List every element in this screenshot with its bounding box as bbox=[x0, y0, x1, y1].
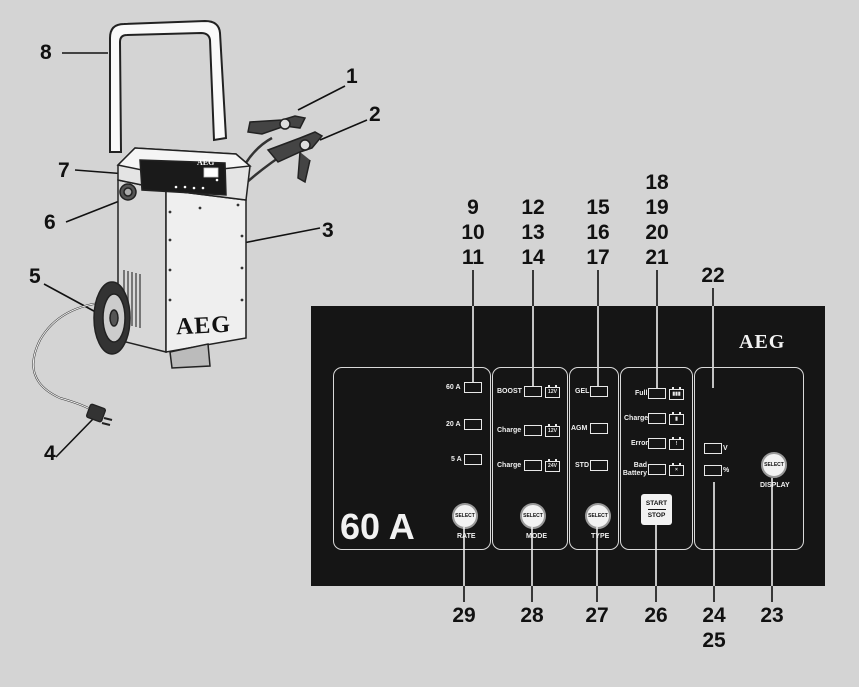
type-label-agm: AGM bbox=[571, 425, 588, 432]
callout-7: 7 bbox=[58, 159, 70, 182]
battery-icon-12v-boost: 12V bbox=[545, 385, 560, 398]
rate-caption: RATE bbox=[457, 533, 476, 540]
display-unit-percent: % bbox=[723, 467, 730, 474]
callout-16: 16 bbox=[586, 221, 610, 244]
rate-select-button[interactable]: SELECT bbox=[452, 503, 478, 529]
callout-9: 9 bbox=[467, 196, 479, 219]
type-led-gel bbox=[590, 386, 608, 397]
callout-14: 14 bbox=[521, 246, 545, 269]
type-led-agm bbox=[590, 423, 608, 434]
callout-26: 26 bbox=[644, 604, 668, 627]
clamp-1 bbox=[247, 115, 307, 135]
rate-led-60a bbox=[464, 382, 482, 393]
callout-27: 27 bbox=[585, 604, 609, 627]
display-section bbox=[694, 367, 804, 550]
display-brand-logo: AEG bbox=[197, 158, 215, 167]
callout-8: 8 bbox=[40, 41, 52, 64]
callout-28: 28 bbox=[520, 604, 544, 627]
callout-1: 1 bbox=[346, 65, 358, 88]
leader-6 bbox=[65, 199, 123, 223]
callout-3: 3 bbox=[322, 219, 334, 242]
battery-icon-12v-charge: 12V bbox=[545, 424, 560, 437]
callout-19: 19 bbox=[645, 196, 669, 219]
callout-4: 4 bbox=[44, 442, 56, 465]
callout-21: 21 bbox=[645, 246, 669, 269]
rate-led-5a bbox=[464, 454, 482, 465]
status-led-full bbox=[648, 388, 666, 399]
clamp-2 bbox=[266, 131, 324, 184]
type-led-std bbox=[590, 460, 608, 471]
rate-label-60a: 60 A bbox=[446, 384, 461, 391]
battery-error-icon: ! bbox=[669, 437, 684, 450]
callout-13: 13 bbox=[521, 221, 545, 244]
wheel bbox=[93, 281, 131, 355]
callout-29: 29 bbox=[452, 604, 476, 627]
mode-led-charge-12v bbox=[524, 425, 542, 436]
mode-label-charge-24v: Charge bbox=[497, 462, 522, 469]
battery-icon-24v-charge: 24V bbox=[545, 459, 560, 472]
power-plug bbox=[86, 403, 113, 426]
display-led-volt bbox=[704, 443, 722, 454]
leader-4 bbox=[55, 417, 95, 458]
handle bbox=[109, 19, 228, 153]
panel-brand-logo: AEG bbox=[739, 331, 786, 353]
status-label-bad-battery: Bad Battery bbox=[622, 462, 647, 477]
mode-caption: MODE bbox=[526, 533, 547, 540]
callout-2: 2 bbox=[369, 103, 381, 126]
mode-section bbox=[492, 367, 568, 550]
callout-12: 12 bbox=[521, 196, 545, 219]
callout-25: 25 bbox=[702, 629, 726, 652]
type-caption: TYPE bbox=[591, 533, 610, 540]
rate-led-20a bbox=[464, 419, 482, 430]
mode-led-charge-24v bbox=[524, 460, 542, 471]
status-led-charge bbox=[648, 413, 666, 424]
battery-bad-icon: × bbox=[669, 463, 684, 476]
display-unit-v: V bbox=[723, 445, 728, 452]
type-select-button[interactable]: SELECT bbox=[585, 503, 611, 529]
callout-6: 6 bbox=[44, 211, 56, 234]
status-label-error: Error bbox=[631, 440, 649, 447]
leader-5 bbox=[43, 283, 104, 317]
callout-17: 17 bbox=[586, 246, 610, 269]
status-label-full: Full bbox=[635, 390, 648, 397]
status-led-error bbox=[648, 438, 666, 449]
display-led-percent bbox=[704, 465, 722, 476]
model-rating-label: 60 A bbox=[340, 506, 415, 547]
battery-charging-icon: ▮ bbox=[669, 412, 684, 425]
display-select-button[interactable]: SELECT bbox=[761, 452, 787, 478]
callout-20: 20 bbox=[645, 221, 669, 244]
type-label-std: STD bbox=[575, 462, 589, 469]
rate-label-20a: 20 A bbox=[446, 421, 461, 428]
cabinet bbox=[116, 147, 252, 369]
type-label-gel: GEL bbox=[575, 388, 590, 395]
mode-label-boost: BOOST bbox=[497, 388, 522, 395]
mode-led-boost bbox=[524, 386, 542, 397]
callout-11: 11 bbox=[461, 246, 485, 269]
callout-24: 24 bbox=[702, 604, 726, 627]
type-section bbox=[569, 367, 619, 550]
callout-22: 22 bbox=[701, 264, 725, 287]
status-label-charge: Charge bbox=[624, 415, 649, 422]
callout-23: 23 bbox=[760, 604, 784, 627]
callout-18: 18 bbox=[645, 171, 669, 194]
start-stop-button[interactable]: START STOP bbox=[641, 494, 672, 525]
battery-full-icon: ▮▮▮ bbox=[669, 387, 684, 400]
leader-2 bbox=[319, 119, 368, 141]
leader-1 bbox=[297, 85, 346, 111]
leader-3 bbox=[242, 227, 321, 244]
status-led-bad-battery bbox=[648, 464, 666, 475]
rate-label-5a: 5 A bbox=[451, 456, 462, 463]
rate-section bbox=[333, 367, 491, 550]
mode-label-charge-12v: Charge bbox=[497, 427, 522, 434]
mode-select-button[interactable]: SELECT bbox=[520, 503, 546, 529]
callout-15: 15 bbox=[586, 196, 610, 219]
callout-5: 5 bbox=[29, 265, 41, 288]
callout-10: 10 bbox=[461, 221, 485, 244]
display-caption: DISPLAY bbox=[760, 482, 790, 489]
control-panel bbox=[311, 306, 825, 586]
